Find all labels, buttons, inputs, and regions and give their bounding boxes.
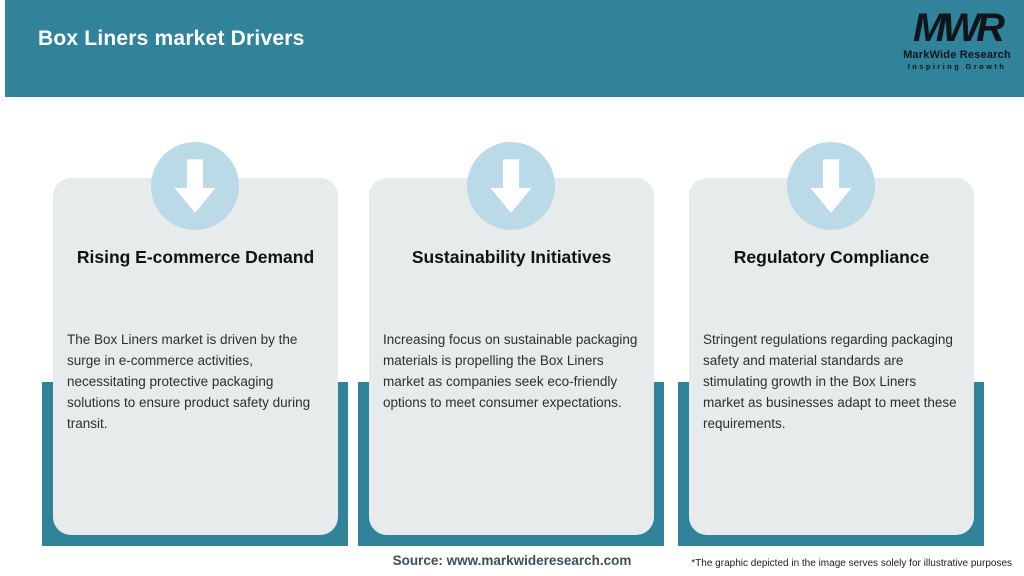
logo-mwr-monogram: MWR: [913, 6, 1005, 50]
source-attribution: Source: www.markwideresearch.com: [392, 553, 632, 568]
card-title: Regulatory Compliance: [733, 247, 930, 267]
card-title: Sustainability Initiatives: [411, 247, 612, 267]
card-description: Stringent regulations regarding packagin…: [703, 331, 957, 431]
down-arrow-icon: [151, 142, 239, 230]
down-arrow-icon: [467, 142, 555, 230]
card-description: Increasing focus on sustainable packagin…: [383, 331, 638, 410]
card-description: The Box Liners market is driven by the s…: [67, 331, 311, 431]
driver-card-regulatory-compliance: Regulatory Compliance Stringent regulati…: [689, 178, 974, 535]
logo-tagline: Inspiring Growth: [907, 62, 1007, 71]
markwide-research-logo: MWR MarkWide Research Inspiring Growth: [902, 8, 1012, 71]
driver-card-rising-ecommerce-demand: Rising E-commerce Demand The Box Liners …: [53, 178, 338, 535]
down-arrow-icon: [787, 142, 875, 230]
page-title: Box Liners market Drivers: [38, 27, 305, 50]
disclaimer-note: *The graphic depicted in the image serve…: [691, 558, 1012, 569]
card-title: Rising E-commerce Demand: [76, 247, 315, 267]
driver-card-sustainability-initiatives: Sustainability Initiatives Increasing fo…: [369, 178, 654, 535]
header-bar: Box Liners market Drivers MWR MarkWide R…: [5, 0, 1024, 97]
logo-company-name: MarkWide Research: [903, 49, 1011, 61]
